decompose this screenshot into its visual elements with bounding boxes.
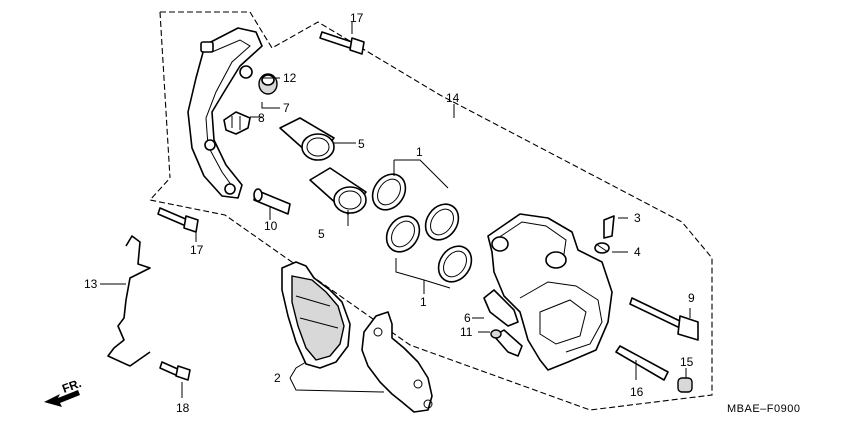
pin-bolt-9 xyxy=(629,297,699,341)
callout-9: 9 xyxy=(688,291,695,305)
callout-2: 2 xyxy=(274,371,281,385)
callout-10: 10 xyxy=(264,219,278,233)
bolt-17-left xyxy=(157,207,199,233)
pad-spring-13 xyxy=(107,235,151,367)
boot-12 xyxy=(258,73,278,95)
piston-5-upper xyxy=(279,117,335,161)
arrow-icon xyxy=(44,390,80,407)
seal-set-1 xyxy=(371,173,473,283)
callout-7: 7 xyxy=(283,101,290,115)
brake-pad-inner xyxy=(281,261,351,369)
bolt-18 xyxy=(159,361,191,381)
caliper-body xyxy=(487,213,613,371)
boot-15 xyxy=(677,377,693,393)
diagram-code: MBAE–F0900 xyxy=(727,403,800,415)
callout-5-lower: 5 xyxy=(318,227,325,241)
callout-17-top: 17 xyxy=(350,11,364,25)
direction-label: FR. xyxy=(60,376,83,396)
callout-17-left: 17 xyxy=(190,243,204,257)
callout-3: 3 xyxy=(634,211,641,225)
callout-11: 11 xyxy=(460,325,473,339)
callout-12: 12 xyxy=(283,71,297,85)
cap-4 xyxy=(594,242,610,254)
callout-1-upper: 1 xyxy=(416,145,423,159)
bleed-screw-3 xyxy=(603,215,615,239)
callout-18: 18 xyxy=(176,401,190,415)
callout-1-lower: 1 xyxy=(420,295,427,309)
leader-lines xyxy=(100,22,691,398)
brake-pad-outer xyxy=(361,311,433,413)
callout-4: 4 xyxy=(634,245,641,259)
front-direction-arrow: FR. xyxy=(44,376,83,407)
clip-8 xyxy=(223,111,251,135)
assembly-boundary-top xyxy=(159,11,171,179)
piston-5-lower xyxy=(309,167,367,215)
callout-14: 14 xyxy=(446,91,460,105)
callout-13: 13 xyxy=(84,277,98,291)
screw-11 xyxy=(490,329,523,357)
pin-10 xyxy=(253,188,291,215)
bolt-17-top xyxy=(319,31,365,55)
callout-16: 16 xyxy=(630,385,644,399)
callout-15: 15 xyxy=(680,355,694,369)
assembly-boundary xyxy=(148,11,713,411)
pin-16 xyxy=(615,345,669,381)
spring-6 xyxy=(483,289,519,327)
callout-5-upper: 5 xyxy=(358,137,365,151)
callout-8: 8 xyxy=(258,111,265,125)
caliper-bracket xyxy=(187,27,263,199)
callout-6: 6 xyxy=(464,311,471,325)
